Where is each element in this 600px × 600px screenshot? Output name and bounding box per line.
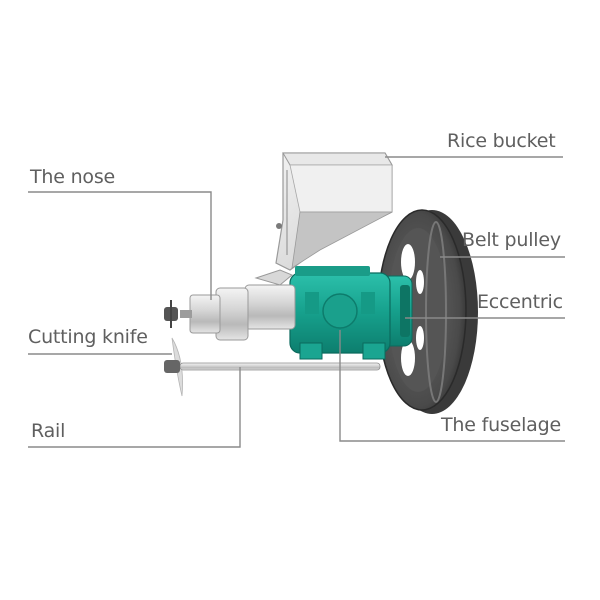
leader-lines	[28, 156, 565, 448]
label-the-nose: The nose	[30, 166, 116, 188]
label-belt-pulley: Belt pulley	[462, 229, 561, 251]
rail-part	[164, 360, 381, 373]
leader-rail	[28, 367, 241, 448]
label-the-fuselage: The fuselage	[441, 414, 561, 436]
fuselage-part	[289, 266, 391, 360]
leader-the-nose	[28, 191, 212, 300]
label-eccentric: Eccentric	[477, 291, 563, 313]
label-cutting-knife: Cutting knife	[28, 326, 148, 348]
leader-the-fuselage	[339, 330, 565, 442]
nose-part	[164, 269, 296, 341]
label-rice-bucket: Rice bucket	[447, 130, 556, 152]
rice-bucket-part	[275, 152, 393, 271]
belt-pulley-part	[377, 209, 478, 414]
label-rail: Rail	[31, 420, 66, 442]
